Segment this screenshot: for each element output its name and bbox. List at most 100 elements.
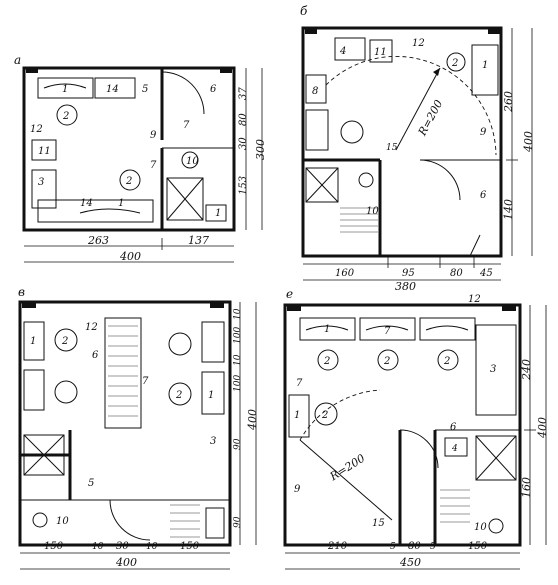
svg-text:1: 1: [62, 84, 68, 95]
svg-text:10: 10: [56, 516, 69, 527]
svg-text:10: 10: [146, 542, 158, 552]
svg-text:5: 5: [430, 542, 436, 552]
plan-a-bed-2: [37, 199, 154, 223]
plan-a-shower: [166, 177, 204, 221]
svg-text:6: 6: [92, 350, 99, 361]
svg-text:2: 2: [61, 336, 68, 347]
plan-a-outline: [22, 66, 236, 232]
svg-text:5: 5: [142, 84, 148, 95]
plan-b-tiles: [340, 207, 378, 233]
svg-text:160: 160: [520, 477, 533, 498]
plan-v-shower: [23, 434, 65, 476]
plan-a-chair-2: [119, 169, 141, 191]
svg-text:400: 400: [119, 250, 141, 263]
svg-text:12: 12: [30, 124, 43, 135]
svg-text:150: 150: [44, 541, 64, 552]
svg-text:14: 14: [106, 84, 119, 95]
plan-b-outline: [301, 26, 503, 258]
svg-text:5: 5: [390, 542, 396, 552]
svg-text:12: 12: [412, 38, 425, 49]
svg-text:80: 80: [408, 541, 421, 552]
svg-text:9: 9: [150, 130, 157, 141]
plan-g-shower: [475, 435, 517, 481]
svg-text:380: 380: [395, 280, 416, 293]
svg-text:450: 450: [399, 556, 421, 569]
svg-text:8: 8: [312, 86, 318, 97]
svg-text:12: 12: [468, 294, 481, 305]
plan-v-toilet: [32, 512, 48, 528]
svg-text:1: 1: [118, 198, 124, 209]
plan-b-toilet: [358, 172, 374, 188]
plan-b-radius: R=200: [415, 98, 445, 139]
plan-b-chair-1: [446, 52, 466, 72]
svg-text:7: 7: [296, 378, 303, 389]
svg-text:37: 37: [238, 87, 249, 100]
plan-g-letter: е: [286, 287, 293, 301]
svg-text:6: 6: [480, 190, 487, 201]
svg-text:5: 5: [88, 478, 94, 489]
plan-g-radius: R=200: [327, 452, 367, 484]
svg-text:210: 210: [327, 541, 348, 552]
svg-text:1: 1: [324, 324, 330, 335]
svg-text:2: 2: [321, 410, 328, 421]
svg-text:80: 80: [450, 268, 463, 279]
svg-text:2: 2: [62, 111, 69, 122]
plan-a-toilet: [181, 151, 199, 169]
svg-text:95: 95: [402, 268, 415, 279]
plan-g: е R=200: [283, 287, 549, 570]
plan-a-letter: а: [14, 53, 21, 67]
svg-text:100: 100: [233, 327, 243, 344]
svg-text:6: 6: [210, 84, 217, 95]
svg-text:400: 400: [536, 417, 549, 439]
svg-text:7: 7: [384, 326, 391, 337]
svg-text:7: 7: [150, 160, 157, 171]
svg-text:4: 4: [451, 444, 458, 454]
svg-text:2: 2: [451, 58, 458, 69]
plan-b-shower: [305, 167, 339, 203]
svg-text:12: 12: [85, 322, 98, 333]
svg-text:90: 90: [233, 438, 243, 450]
svg-text:7: 7: [142, 376, 149, 387]
svg-text:137: 137: [188, 234, 209, 247]
svg-text:11: 11: [374, 47, 387, 58]
plan-b-letter: б: [300, 4, 308, 18]
svg-text:80: 80: [238, 113, 249, 126]
svg-text:260: 260: [502, 91, 515, 113]
svg-text:9: 9: [294, 484, 301, 495]
svg-text:1: 1: [294, 410, 300, 421]
plan-b: б R=200 4 11: [300, 4, 535, 293]
plan-a-sink: [205, 204, 227, 222]
svg-text:2: 2: [323, 356, 330, 367]
svg-text:15: 15: [386, 143, 398, 153]
svg-text:11: 11: [38, 146, 51, 157]
plan-a-chair-1: [56, 104, 78, 126]
svg-text:9: 9: [480, 127, 487, 138]
svg-text:15: 15: [372, 518, 385, 529]
plan-v-wardrobe: [104, 317, 142, 429]
svg-text:30: 30: [116, 541, 129, 552]
svg-text:10: 10: [233, 354, 243, 366]
svg-text:2: 2: [125, 176, 132, 187]
plan-g-outline: [283, 303, 522, 547]
svg-text:7: 7: [183, 120, 190, 131]
svg-text:3: 3: [210, 436, 216, 447]
svg-text:400: 400: [522, 131, 535, 153]
svg-text:45: 45: [479, 268, 493, 279]
plan-g-toilet: [488, 518, 504, 534]
svg-text:10: 10: [233, 308, 243, 320]
svg-text:10: 10: [474, 522, 487, 533]
svg-text:1: 1: [208, 390, 214, 401]
svg-text:2: 2: [175, 390, 182, 401]
plan-v: в: [18, 285, 259, 570]
svg-text:90: 90: [233, 516, 243, 528]
plan-b-chair-2: [340, 120, 364, 144]
svg-text:300: 300: [254, 139, 267, 160]
svg-text:240: 240: [520, 359, 533, 381]
svg-text:153: 153: [238, 176, 249, 195]
svg-text:14: 14: [80, 198, 93, 209]
plan-a: а 1 14 5 2 6 7 12 9: [14, 53, 267, 263]
svg-text:160: 160: [335, 268, 355, 279]
svg-text:3: 3: [490, 364, 496, 375]
